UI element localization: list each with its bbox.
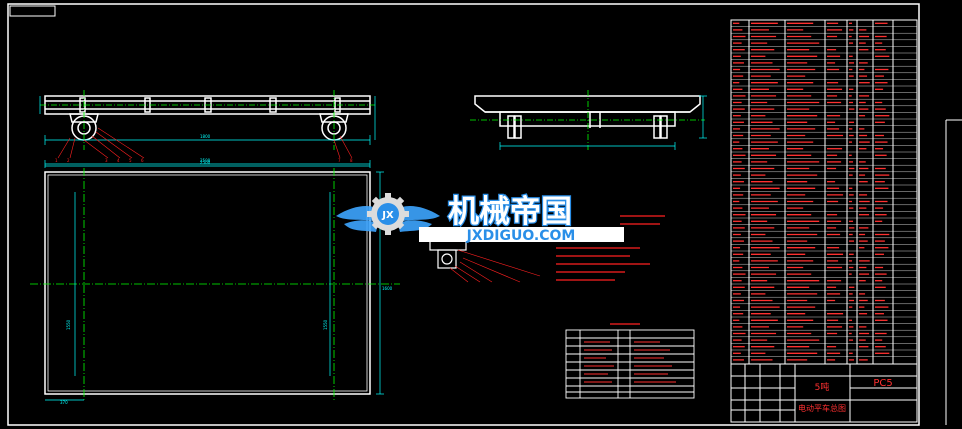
svg-text:6: 6	[141, 158, 144, 163]
gear-icon	[367, 193, 409, 235]
svg-text:2500: 2500	[200, 160, 211, 165]
technical-parameter-table	[565, 323, 695, 399]
watermark-domain-bar	[419, 227, 624, 242]
title-block: 5吨 电动平车总图 PC5	[730, 363, 918, 423]
watermark-title: 机械帝国	[448, 194, 572, 230]
svg-text:1800: 1800	[200, 134, 211, 139]
svg-text:2500: 2500	[200, 158, 211, 163]
svg-text:4: 4	[117, 158, 120, 163]
parts-list	[730, 19, 918, 365]
technical-notes	[556, 215, 665, 281]
side-elevation-view	[470, 90, 707, 150]
svg-text:2: 2	[67, 158, 70, 163]
detail-view	[429, 237, 541, 283]
logo-badge-text: JX	[381, 210, 394, 221]
svg-text:1550: 1550	[323, 319, 328, 330]
plan-view: 1600 370 1550 1550 2500	[30, 160, 400, 405]
svg-text:1: 1	[55, 158, 58, 163]
tonnage-label: 5吨	[815, 381, 830, 393]
svg-text:3: 3	[105, 158, 108, 163]
svg-text:370: 370	[60, 400, 68, 405]
wing-left-icon	[336, 206, 380, 232]
watermark-logo: JX 机械帝国 JXDIGUO.COM	[336, 193, 624, 244]
watermark-domain: JXDIGUO.COM	[466, 228, 576, 244]
front-elevation-view: 1 2 3 4 5 6 7 8 1800 2500	[39, 90, 376, 168]
drawing-frame	[7, 3, 962, 426]
svg-text:5: 5	[129, 158, 132, 163]
svg-text:8: 8	[350, 158, 353, 163]
drawing-name: 电动平车总图	[798, 403, 846, 413]
svg-text:1550: 1550	[66, 319, 71, 330]
svg-text:1600: 1600	[382, 286, 393, 291]
svg-text:7: 7	[338, 158, 341, 163]
drawing-code: PC5	[873, 378, 892, 389]
